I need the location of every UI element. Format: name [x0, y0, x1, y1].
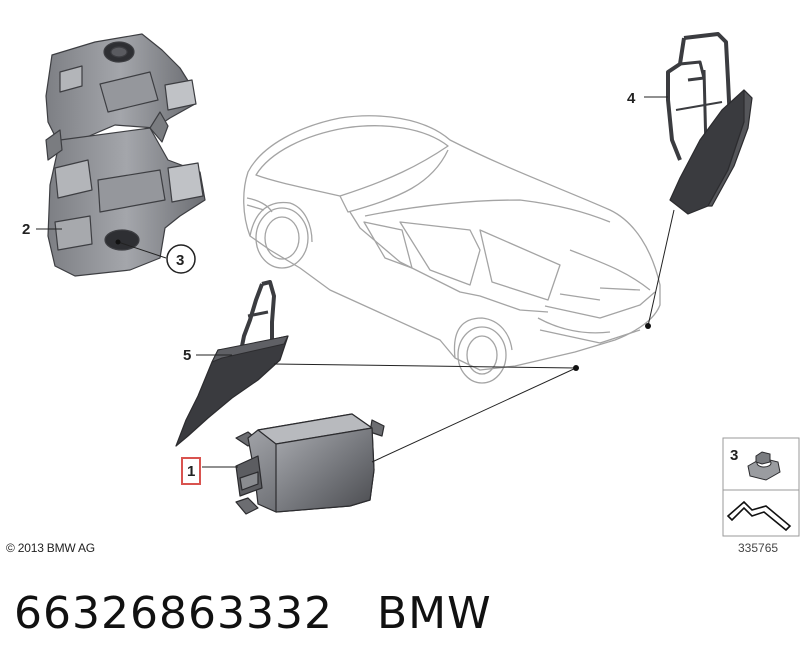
copyright-text: © 2013 BMW AG [6, 541, 95, 555]
nut-icon [747, 451, 781, 481]
radar-sensor-part-1 [235, 413, 385, 515]
bracket-part-4 [666, 32, 753, 215]
callout-1-highlight-box [181, 457, 201, 485]
bracket-part-2 [45, 33, 206, 277]
callout-2: 2 [22, 221, 30, 238]
diagram-number: 335765 [738, 541, 779, 555]
car-outline [243, 115, 661, 384]
bracket-part-5 [175, 280, 289, 447]
legend-part-label: 3 [730, 447, 738, 464]
brand-name: BMW [376, 588, 492, 639]
legend-box: 3 [722, 437, 800, 537]
arrow-icon [726, 500, 792, 532]
callout-3-circle [166, 244, 196, 274]
footer-caption: 66326863332 BMW [14, 588, 492, 639]
leader-dot [573, 365, 579, 371]
callout-4: 4 [627, 90, 636, 107]
part-number: 66326863332 [14, 588, 333, 639]
parts-diagram: 2 3 4 5 1 3 [22, 32, 800, 537]
callout-5: 5 [183, 347, 191, 364]
callout-1: 1 [187, 463, 195, 480]
leader-lines [36, 96, 675, 468]
leader-dot [115, 239, 121, 245]
leader-dot [645, 323, 651, 329]
callout-3: 3 [176, 252, 184, 269]
